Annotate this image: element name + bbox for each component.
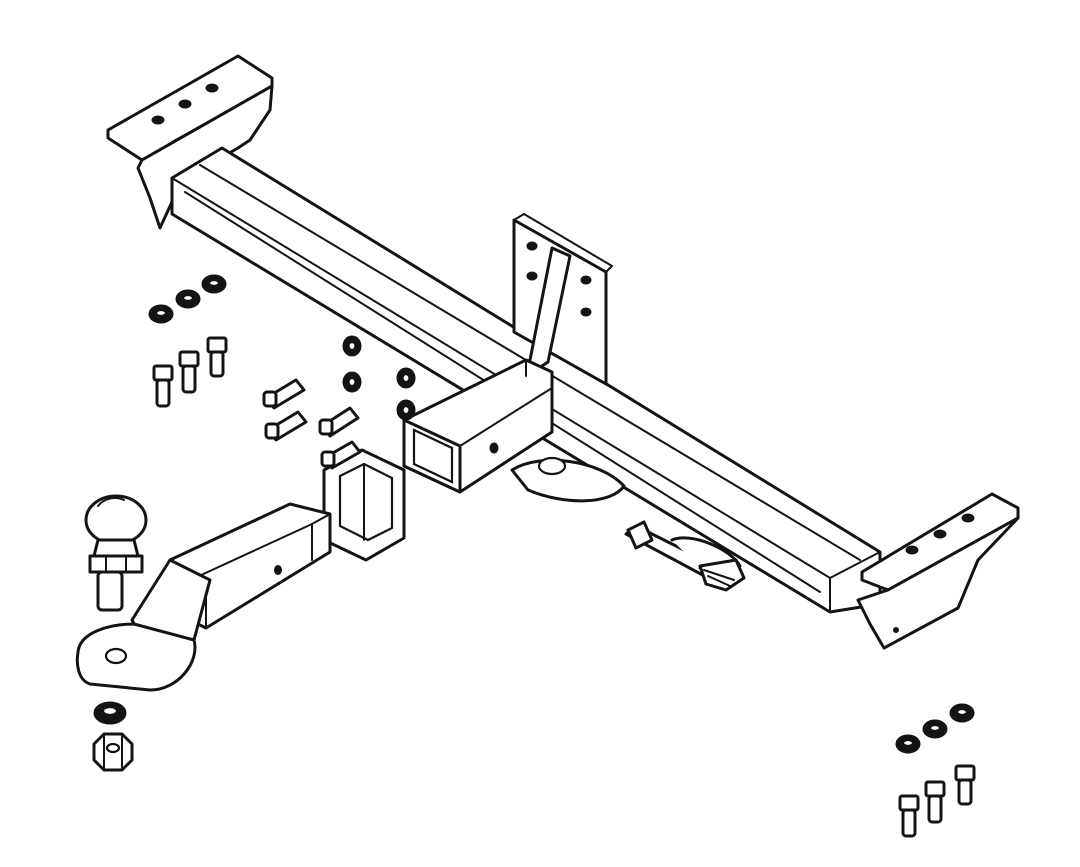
washer-icon (342, 371, 362, 393)
ball-mount-shank (75, 502, 332, 692)
bolt-icon (954, 764, 976, 806)
bolt-icon (318, 406, 360, 438)
bolt-icon (924, 780, 946, 824)
washer-icon (396, 367, 416, 389)
washer-icon (148, 304, 174, 324)
receiver-collar (322, 448, 406, 562)
washer-icon (342, 335, 362, 357)
bolt-icon (206, 336, 228, 378)
center-bracket (454, 213, 613, 422)
safety-chain-loop (510, 456, 626, 503)
tow-ball (84, 494, 148, 612)
washer-icon (922, 719, 948, 739)
ball-nut (92, 732, 134, 772)
washer-icon (396, 399, 416, 421)
bolt-icon (320, 440, 362, 470)
receiver-tube (402, 358, 554, 494)
bolt-icon (262, 378, 306, 410)
bolt-icon (264, 410, 308, 442)
bolt-icon (178, 350, 200, 394)
fastener-set-left (148, 274, 228, 408)
bolt-icon (898, 794, 920, 838)
hitch-pin-and-clip (624, 520, 746, 592)
right-mounting-bracket (856, 492, 1020, 650)
washer-icon (895, 734, 921, 754)
bolt-icon (152, 364, 174, 408)
ball-lock-washer (93, 701, 127, 725)
washer-icon (175, 289, 201, 309)
washer-icon (201, 274, 227, 294)
washer-icon (949, 703, 975, 723)
fastener-set-right (895, 703, 976, 838)
fastener-set-center (262, 335, 416, 470)
